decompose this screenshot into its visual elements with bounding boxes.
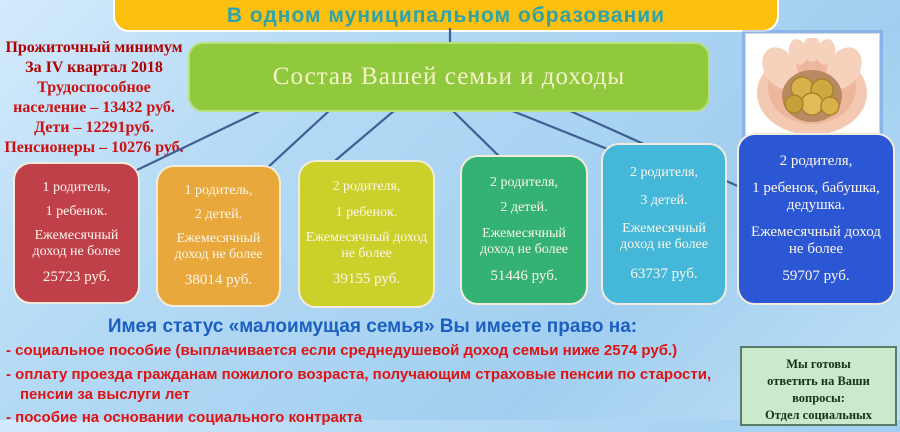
family-box-line: 1 родитель, [184,183,253,199]
family-box-line: 2 родителя, [779,152,853,169]
subsistence-title: Прожиточный минимум [5,39,183,56]
family-box-line: Ежемесячный доход не более [174,231,263,263]
contact-line: Мы готовы [786,357,851,371]
title-banner: В одном муниципальном образовании [113,0,779,32]
benefits-heading: Имея статус «малоимущая семья» Вы имеете… [107,316,638,337]
family-box-line: 2 детей. [194,207,243,223]
subsistence-minimum-block: Прожиточный минимум За IV квартал 2018 Т… [0,38,188,158]
family-box-2-parents-2-children: 2 родителя, 2 детей. Ежемесячный доход н… [460,155,588,305]
family-box-line: Ежемесячный доход не более [305,229,428,262]
subsistence-line-workers: Трудоспособное население – 13432 руб. [13,79,175,116]
family-box-line: 1 ребенок, бабушка, дедушка. [752,179,880,213]
family-box-2-parents-1-child: 2 родителя, 1 ребенок. Ежемесячный доход… [298,160,435,308]
hands-holding-coins-photo [745,33,880,143]
subsistence-line-children: Дети – 12291руб. [34,119,154,136]
hands-coins-illustration [757,38,867,135]
family-box-line: 1 ребенок. [45,204,108,220]
family-box-line: Ежемесячный доход не более [619,221,709,253]
benefits-list: - социальное пособие (выплачивается если… [6,341,748,432]
subsistence-subtitle: За IV квартал 2018 [25,59,163,76]
family-box-line: Ежемесячный доход не более [751,223,881,258]
family-box-line: 2 родителя, [332,179,401,195]
family-box-amount: 63737 руб. [630,265,698,282]
subsistence-line-pensioners: Пенсионеры – 10276 руб. [4,139,184,156]
family-box-2-parents-child-grandparents: 2 родителя, 1 ребенок, бабушка, дедушка.… [737,133,895,305]
family-box-amount: 25723 руб. [42,268,111,285]
title-banner-text: В одном муниципальном образовании [226,4,666,27]
contact-line: ответить на Ваши [767,373,870,388]
family-box-line: Ежемесячный доход не более [479,226,569,258]
family-box-amount: 59707 руб. [782,268,850,284]
family-box-amount: 39155 руб. [332,271,401,288]
family-composition-title: Состав Вашей семьи и доходы [272,63,626,90]
family-box-line: Ежемесячный доход не более [32,228,121,260]
family-box-1-parent-2-children: 1 родитель, 2 детей. Ежемесячный доход н… [156,165,281,307]
family-composition-box: Состав Вашей семьи и доходы [188,42,710,112]
family-box-line: 2 родителя, [630,165,698,181]
benefit-item-social-allowance: - социальное пособие (выплачивается если… [6,342,678,359]
family-box-line: 1 ребенок. [335,204,398,220]
family-box-amount: 38014 руб. [184,271,253,288]
benefit-item-travel-payment: - оплату проезда гражданам пожилого возр… [6,365,712,403]
contact-line: Отдел социальных [764,407,873,422]
family-box-line: 2 детей. [500,200,548,216]
contact-box: Мы готовы ответить на Ваши вопросы: Отде… [740,346,897,426]
family-box-amount: 51446 руб. [490,268,558,285]
family-box-line: 2 родителя, [490,174,558,190]
family-box-1-parent-1-child: 1 родитель, 1 ребенок. Ежемесячный доход… [13,162,140,304]
contact-line: вопросы: [792,390,845,405]
family-box-line: 1 родитель, [42,180,111,196]
family-box-line: 3 детей. [640,193,688,209]
family-box-2-parents-3-children: 2 родителя, 3 детей. Ежемесячный доход н… [601,143,727,305]
